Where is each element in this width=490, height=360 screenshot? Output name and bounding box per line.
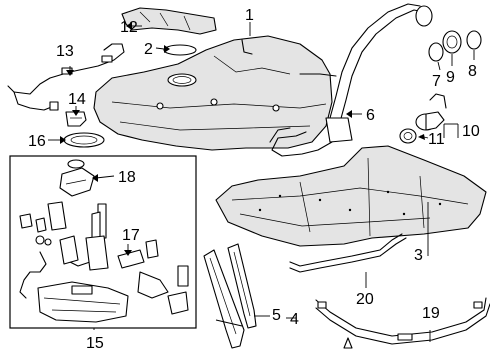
seal-ring: [163, 44, 197, 56]
callout-17: 17: [122, 227, 140, 244]
leader-lines: [48, 22, 475, 342]
door-actuator: [415, 93, 447, 131]
grommet: [399, 128, 417, 144]
filler-pipe: [269, 3, 433, 157]
callout-19: 19: [422, 305, 440, 322]
callout-3: 3: [414, 247, 423, 264]
callout-7: 7: [432, 73, 441, 90]
arrow-17: [124, 250, 132, 256]
callout-1: 1: [245, 7, 254, 24]
skid-plate: [215, 145, 487, 247]
callout-2: 2: [144, 41, 153, 58]
bracket-5a: [203, 249, 245, 349]
callout-15: 15: [86, 335, 104, 352]
bracket: [65, 111, 87, 127]
arrow-2: [164, 45, 170, 53]
arrow-12: [126, 22, 132, 30]
strap-19: [315, 297, 490, 349]
pump-module-parts: [19, 159, 189, 323]
seal-7: [428, 42, 444, 62]
callout-labels: 1 2 3 4 5 6 7 8 9 10 11 12 13 14 15 16 1…: [28, 7, 480, 352]
arrow-16: [60, 136, 66, 144]
callout-13: 13: [56, 43, 74, 60]
callout-16: 16: [28, 133, 46, 150]
callout-9: 9: [446, 69, 455, 86]
module-box: [9, 155, 197, 329]
callout-4: 4: [290, 311, 299, 328]
arrow-6: [346, 110, 352, 118]
callout-10: 10: [462, 123, 480, 140]
strap-20: [289, 233, 407, 273]
lock-ring: [63, 132, 105, 148]
callout-8: 8: [468, 63, 477, 80]
callout-5: 5: [272, 307, 281, 324]
callout-11: 11: [428, 131, 445, 148]
bracket-5b: [227, 243, 257, 329]
arrow-18: [92, 174, 98, 182]
seal-8: [466, 30, 482, 50]
cap-9: [442, 30, 462, 54]
vent-line: [299, 73, 337, 77]
arrow-14: [72, 110, 80, 116]
callout-18: 18: [118, 169, 136, 186]
callout-6: 6: [366, 107, 375, 124]
callout-14: 14: [68, 91, 86, 108]
callout-12: 12: [120, 19, 138, 36]
callout-20: 20: [356, 291, 374, 308]
arrow-11: [418, 134, 425, 140]
fuel-tank: [93, 35, 333, 151]
arrow-13: [66, 70, 74, 76]
